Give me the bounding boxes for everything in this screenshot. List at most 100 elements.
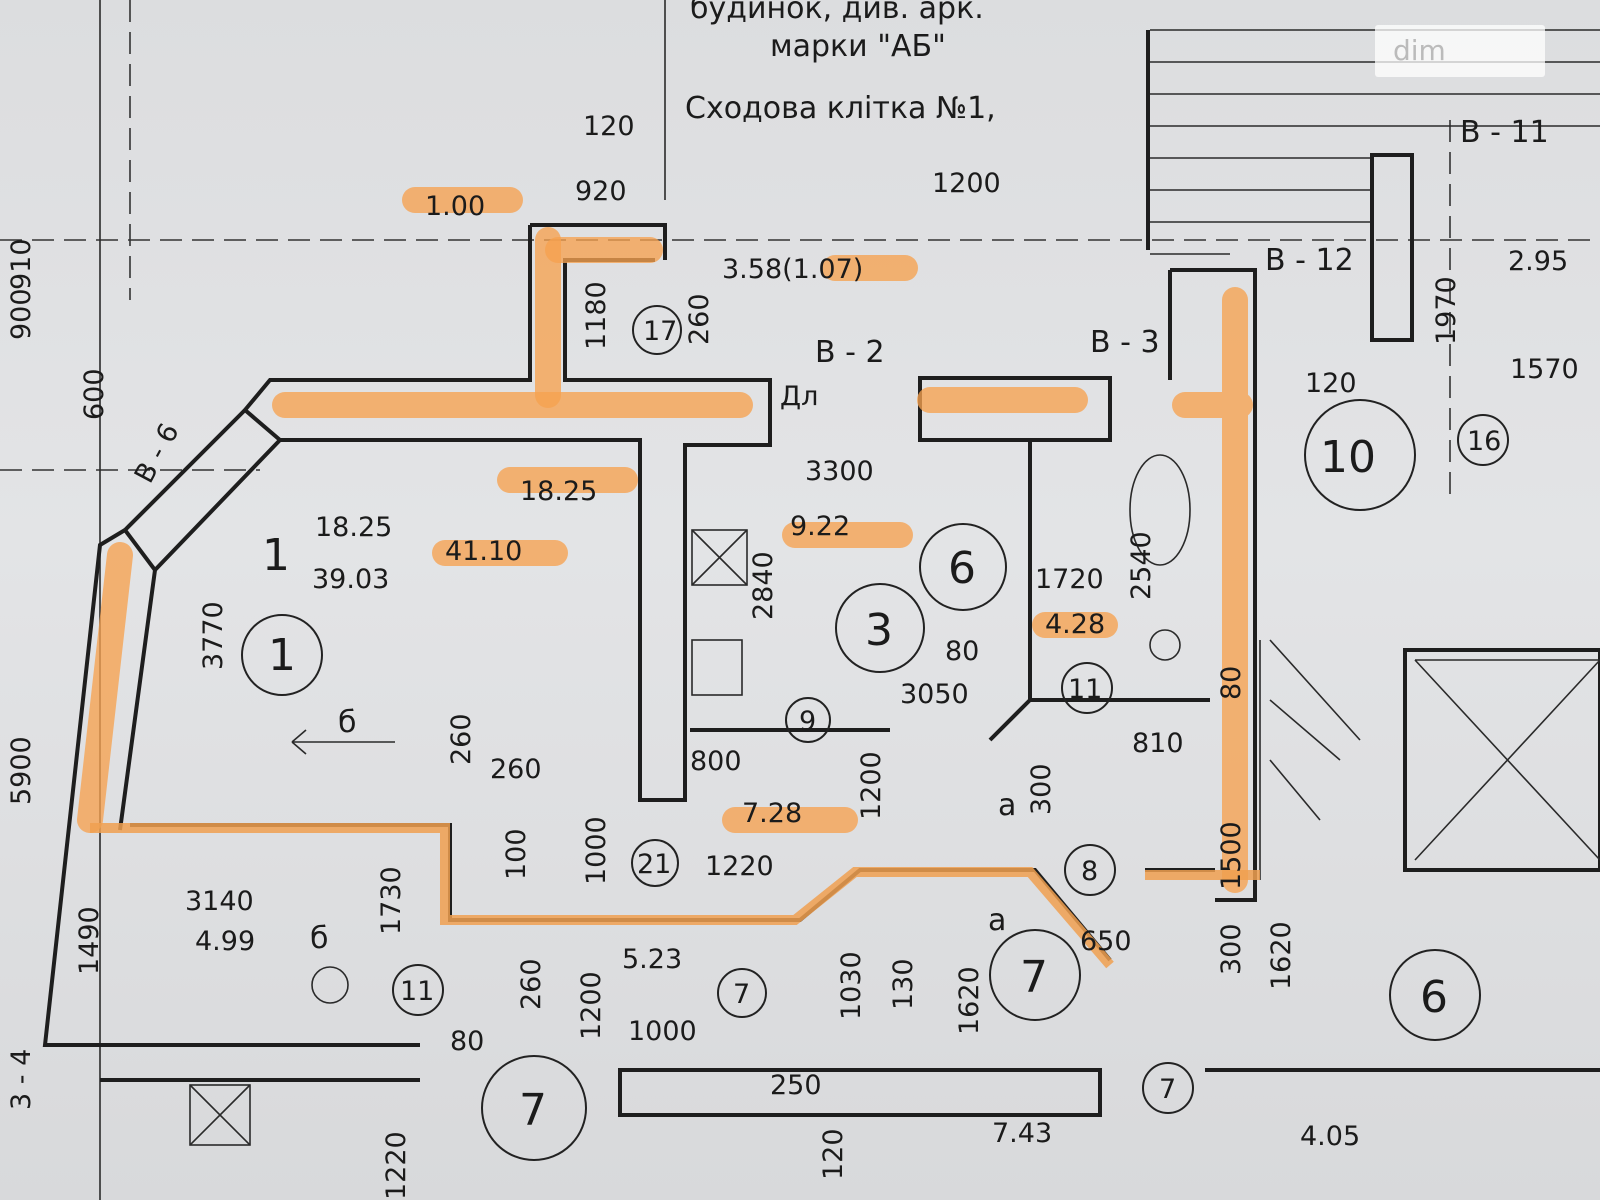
area-label: 4.05 [1300, 1121, 1360, 1152]
svg-text:3050: 3050 [900, 679, 969, 710]
area-label: 4.99 [195, 926, 255, 957]
dimension-labels: 120 920 1200 3300 1720 80 3050 810 800 1… [6, 111, 1579, 1200]
svg-text:11: 11 [400, 976, 434, 1007]
building-note-line2: марки "АБ" [770, 29, 946, 64]
svg-text:910: 910 [6, 238, 37, 290]
svg-text:16: 16 [1467, 426, 1501, 457]
room-markers [241, 305, 1509, 1161]
svg-text:6: 6 [1420, 972, 1448, 1023]
svg-text:260: 260 [684, 293, 715, 345]
svg-text:1570: 1570 [1510, 354, 1579, 385]
svg-text:300: 300 [1026, 763, 1057, 815]
svg-text:650: 650 [1080, 926, 1132, 957]
svg-text:8: 8 [1081, 856, 1098, 887]
svg-text:260: 260 [446, 713, 477, 765]
svg-text:10: 10 [1320, 432, 1376, 483]
svg-text:1220: 1220 [705, 851, 774, 882]
wall-label-v2: В - 2 [815, 335, 885, 370]
svg-text:80: 80 [1216, 666, 1247, 700]
svg-text:1500: 1500 [1216, 821, 1247, 890]
svg-text:810: 810 [1132, 728, 1184, 759]
area-label: 2.95 [1508, 246, 1568, 277]
svg-text:250: 250 [770, 1070, 822, 1101]
svg-text:130: 130 [888, 958, 919, 1010]
area-label: 3.58(1.07) [722, 254, 863, 285]
svg-text:300: 300 [1216, 923, 1247, 975]
svg-text:2840: 2840 [748, 551, 779, 620]
section-mark: а [988, 903, 1006, 938]
section-mark: б [310, 921, 329, 956]
svg-text:900: 900 [6, 288, 37, 340]
svg-text:600: 600 [79, 368, 110, 420]
area-label: 1.00 [425, 191, 485, 222]
svg-text:1490: 1490 [74, 906, 105, 975]
svg-text:260: 260 [516, 958, 547, 1010]
room-number: 1 [262, 530, 290, 581]
svg-text:7: 7 [1159, 1074, 1176, 1105]
svg-text:1620: 1620 [954, 966, 985, 1035]
svg-text:920: 920 [575, 176, 627, 207]
svg-text:120: 120 [1305, 368, 1357, 399]
svg-text:800: 800 [690, 746, 742, 777]
walls [42, 223, 1600, 1117]
svg-text:2540: 2540 [1126, 531, 1157, 600]
stair-treads [1146, 29, 1600, 880]
wall-label-v11: В - 11 [1460, 115, 1549, 150]
svg-text:100: 100 [501, 828, 532, 880]
area-label: 9.22 [790, 511, 850, 542]
label-dl: Дл [780, 381, 818, 412]
area-label: 4.28 [1045, 609, 1105, 640]
svg-text:1000: 1000 [581, 816, 612, 885]
area-label: 7.28 [742, 798, 802, 829]
svg-text:3140: 3140 [185, 886, 254, 917]
svg-text:3770: 3770 [198, 601, 229, 670]
svg-text:260: 260 [490, 754, 542, 785]
room-marker-labels: 17 1 6 3 11 9 21 8 11 7 6 7 7 7 10 16 [268, 316, 1501, 1136]
wall-label-v3: В - 3 [1090, 325, 1160, 360]
svg-text:120: 120 [818, 1128, 849, 1180]
arrow-icon [291, 729, 395, 755]
svg-text:1000: 1000 [628, 1016, 697, 1047]
svg-text:3 - 4: 3 - 4 [6, 1049, 37, 1110]
svg-text:5900: 5900 [6, 736, 37, 805]
wall-label-v12: В - 12 [1265, 243, 1354, 278]
section-mark: б [338, 705, 357, 740]
svg-text:11: 11 [1068, 674, 1102, 705]
stair-title: Сходова клітка №1, [685, 91, 996, 126]
area-label: 41.10 [445, 536, 522, 567]
section-mark: а [998, 788, 1016, 823]
svg-text:1: 1 [268, 630, 296, 681]
area-label: 18.25 [315, 512, 392, 543]
svg-text:7: 7 [1020, 952, 1048, 1003]
fixtures [189, 454, 1191, 1146]
svg-text:80: 80 [945, 636, 979, 667]
area-label: 39.03 [312, 564, 389, 595]
svg-text:1200: 1200 [856, 751, 887, 820]
highlight-marks [77, 187, 1260, 969]
svg-text:9: 9 [799, 706, 816, 737]
svg-text:1970: 1970 [1431, 276, 1462, 345]
svg-text:1720: 1720 [1035, 564, 1104, 595]
svg-text:7: 7 [519, 1085, 547, 1136]
svg-text:3: 3 [865, 605, 893, 656]
svg-text:120: 120 [583, 111, 635, 142]
svg-text:3300: 3300 [805, 456, 874, 487]
svg-text:1220: 1220 [381, 1131, 412, 1200]
area-label: 7.43 [992, 1118, 1052, 1149]
svg-text:1730: 1730 [376, 866, 407, 935]
area-label: 5.23 [622, 944, 682, 975]
svg-text:6: 6 [948, 543, 976, 594]
building-note-line1: будинок, див. арк. [690, 0, 984, 26]
svg-text:1200: 1200 [576, 971, 607, 1040]
svg-text:1030: 1030 [836, 951, 867, 1020]
watermark-logo: dim [1375, 25, 1545, 77]
svg-text:21: 21 [637, 849, 671, 880]
svg-text:7: 7 [733, 979, 750, 1010]
svg-text:80: 80 [450, 1026, 484, 1057]
svg-text:17: 17 [643, 316, 677, 347]
svg-text:1620: 1620 [1266, 921, 1297, 990]
svg-text:1200: 1200 [932, 168, 1001, 199]
